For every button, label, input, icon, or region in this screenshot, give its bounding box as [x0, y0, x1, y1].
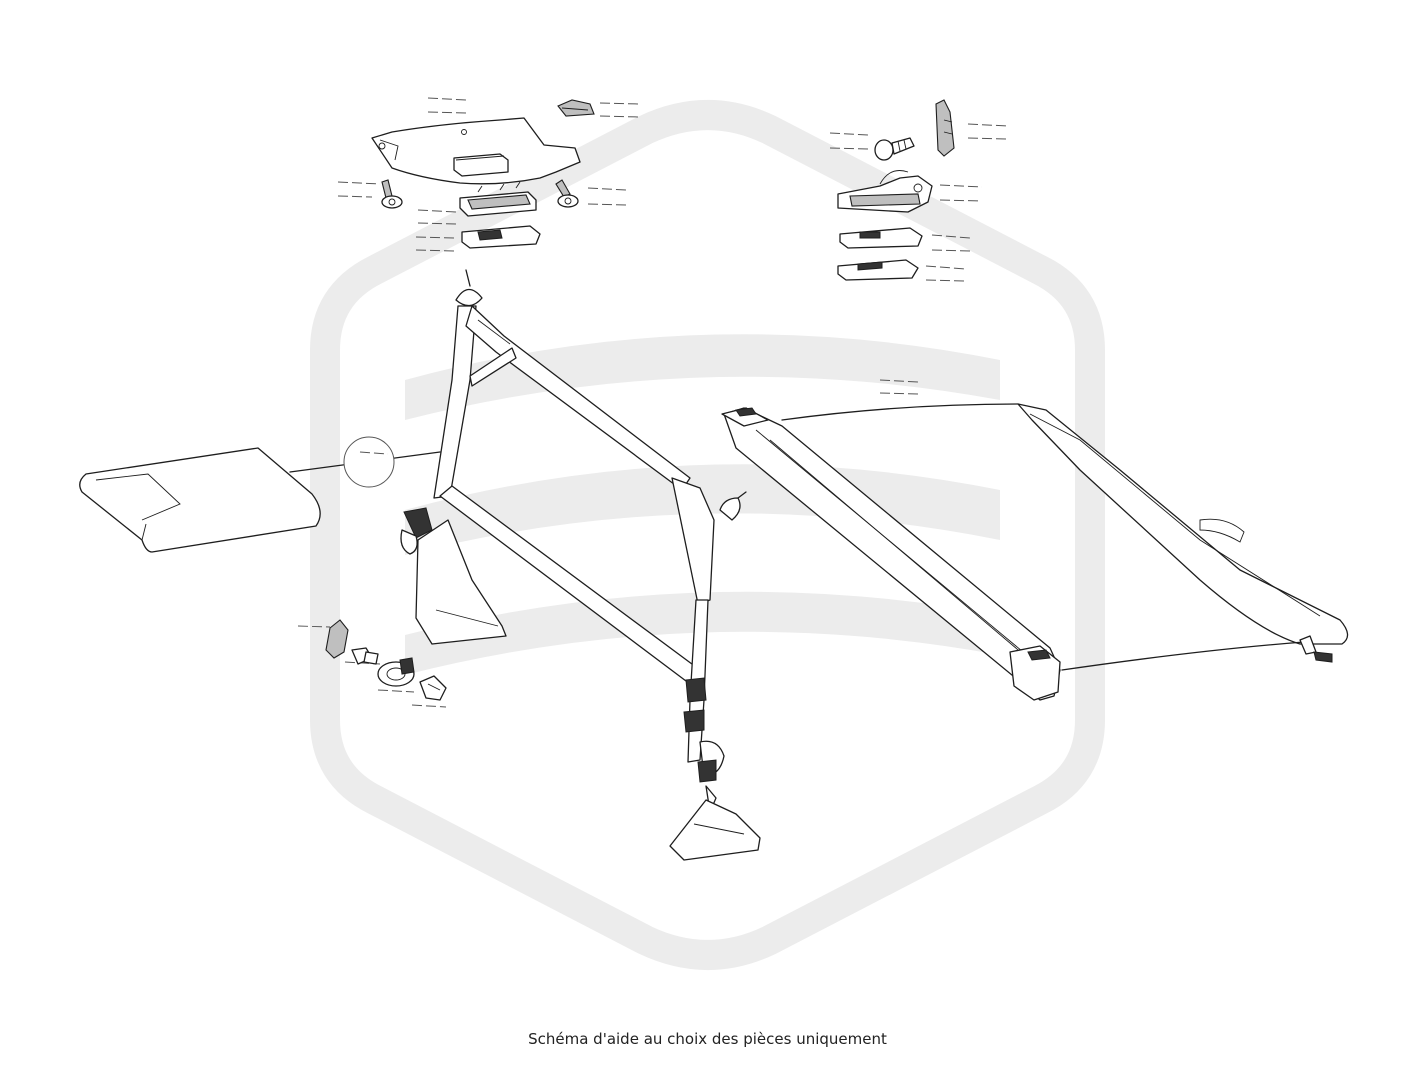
floor-hook-parts [325, 619, 447, 701]
storage-bag [79, 436, 441, 553]
top-left-clip [557, 99, 595, 117]
right-bolt [874, 137, 915, 161]
left-anchor-cover [461, 225, 541, 249]
strap-net [400, 269, 761, 861]
left-bracket-plate [371, 117, 581, 185]
right-clip-hook [935, 99, 955, 157]
cargo-cover-panel [781, 403, 1349, 671]
diagram-caption: Schéma d'aide au choix des pièces unique… [528, 1030, 887, 1048]
left-anchor-block [459, 181, 537, 217]
right-bracket-block [837, 170, 933, 213]
cargo-cover-roller [721, 407, 1061, 701]
left-bolt-2 [555, 179, 579, 208]
right-anchor-base [837, 259, 919, 281]
left-bolt-1 [381, 179, 403, 209]
callout-lines [297, 97, 1009, 708]
right-anchor-cover [839, 227, 923, 249]
